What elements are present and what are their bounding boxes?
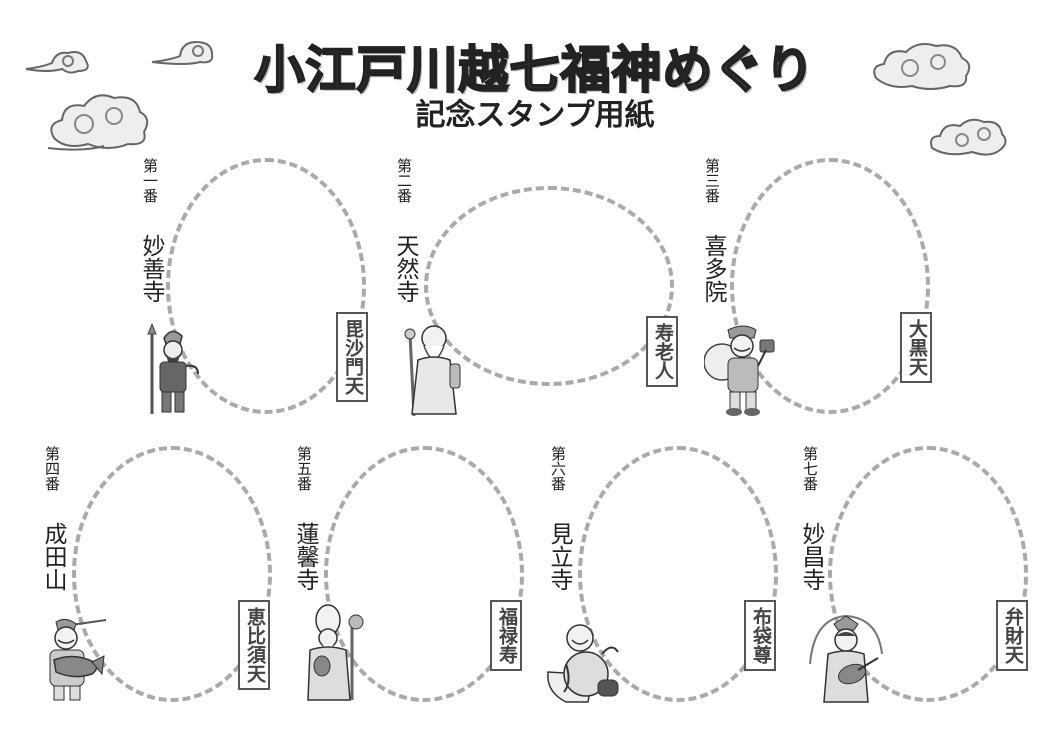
temple-name: 見立寺 — [546, 522, 572, 591]
stamp-area[interactable] — [166, 158, 366, 414]
deity-label: 恵比須天 — [238, 600, 270, 690]
station-number: 第七番 — [801, 446, 819, 491]
station-number: 第四番 — [43, 446, 61, 491]
deity-label: 福禄寿 — [490, 600, 522, 671]
temple-name: 蓮馨寺 — [292, 522, 318, 591]
stamp-station: 第六番 見立寺 布袋尊 — [546, 446, 796, 716]
deity-label: 布袋尊 — [744, 600, 776, 671]
station-number: 第一番 — [141, 158, 159, 203]
temple-name: 天然寺 — [392, 234, 418, 303]
page-subtitle: 記念スタンプ用紙 — [415, 98, 655, 133]
station-number: 第三番 — [703, 158, 721, 203]
cloud-icon — [47, 94, 149, 151]
stamp-area[interactable] — [730, 158, 930, 414]
stamp-area[interactable] — [424, 186, 674, 386]
stamp-station: 第四番 成田山 恵比須天 — [40, 446, 290, 716]
benzaiten-figure — [809, 614, 883, 703]
cloud-icon — [25, 51, 89, 74]
station-number: 第六番 — [549, 446, 567, 491]
cloud-icon — [151, 40, 214, 65]
stamp-station: 第三番 喜多院 大黒天 — [700, 158, 950, 428]
deity-label: 大黒天 — [900, 312, 932, 383]
temple-name: 喜多院 — [700, 234, 726, 303]
deity-label: 毘沙門天 — [336, 312, 368, 402]
stamp-station: 第二番 天然寺 寿老人 — [392, 158, 678, 428]
stamp-area[interactable] — [828, 446, 1028, 702]
station-number: 第二番 — [395, 158, 413, 203]
stamp-area[interactable] — [578, 446, 778, 702]
deity-label: 寿老人 — [646, 316, 678, 387]
stamp-station: 第一番 妙善寺 毘沙門天 — [138, 158, 388, 428]
jurojin-figure — [404, 325, 461, 417]
deity-label: 弁財天 — [996, 600, 1028, 671]
daikokuten-figure — [704, 325, 775, 416]
stamp-station: 第七番 妙昌寺 弁財天 — [798, 446, 1048, 716]
bishamonten-figure — [147, 324, 199, 414]
page-title: 小江戸川越七福神めぐり — [254, 40, 816, 100]
stamp-area[interactable] — [324, 446, 524, 702]
stamp-station: 第五番 蓮馨寺 福禄寿 — [292, 446, 542, 716]
ebisu-figure — [49, 618, 107, 701]
hotei-figure — [547, 624, 619, 703]
station-number: 第五番 — [295, 446, 313, 491]
cloud-icon — [930, 118, 1007, 156]
fukurokuju-figure — [307, 604, 364, 701]
temple-name: 成田山 — [40, 522, 66, 591]
stamp-area[interactable] — [72, 446, 272, 702]
temple-name: 妙昌寺 — [798, 522, 824, 591]
cloud-icon — [873, 43, 971, 90]
temple-name: 妙善寺 — [138, 234, 164, 303]
